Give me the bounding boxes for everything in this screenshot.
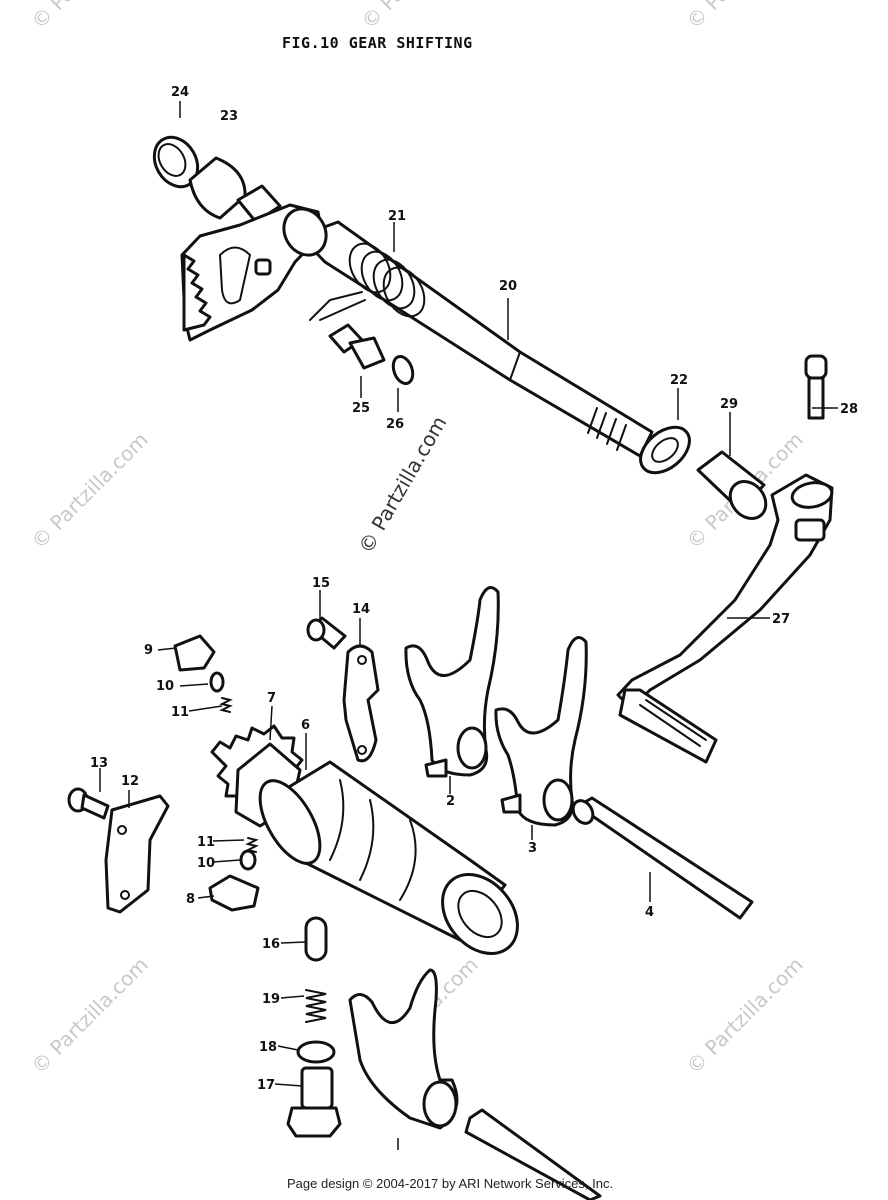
callout-20: 20 — [499, 279, 517, 294]
callout-28: 28 — [840, 402, 858, 417]
callout-17: 17 — [257, 1078, 275, 1093]
callout-29: 29 — [720, 397, 738, 412]
watermark: © Partzilla.com — [357, 0, 483, 34]
callout-11: 11 — [171, 705, 189, 720]
callout-8: 8 — [186, 892, 195, 907]
callout-25: 25 — [352, 401, 370, 416]
callout-15: 15 — [312, 576, 330, 591]
callout-12: 12 — [121, 774, 139, 789]
callout-18: 18 — [259, 1040, 277, 1055]
watermark: © Partzilla.com — [682, 952, 808, 1078]
callout-19: 19 — [262, 992, 280, 1007]
shift-shaft-assembly — [152, 135, 834, 764]
callout-14: 14 — [352, 602, 370, 617]
callout-7: 7 — [267, 691, 276, 706]
callout-10b: 10 — [197, 856, 215, 871]
callout-23: 23 — [220, 109, 238, 124]
watermark-center: © Partzilla.com — [354, 412, 452, 558]
callout-6: 6 — [301, 718, 310, 733]
callout-2: 2 — [446, 794, 455, 809]
callout-9: 9 — [144, 643, 153, 658]
callout-27: 27 — [772, 612, 790, 627]
callout-24: 24 — [171, 85, 189, 100]
figure-title: FIG.10 GEAR SHIFTING — [282, 34, 473, 52]
callout-4: 4 — [645, 905, 654, 920]
callout-13: 13 — [90, 756, 108, 771]
watermark: © Partzilla.com — [27, 0, 153, 34]
callout-22: 22 — [670, 373, 688, 388]
callout-16: 16 — [262, 937, 280, 952]
gear-shift-drum-assembly — [67, 586, 754, 1200]
return-spring — [309, 242, 426, 321]
watermark: © Partzilla.com — [682, 0, 808, 34]
callouts: 24 23 21 20 25 26 22 29 28 27 15 14 9 10… — [90, 85, 858, 1093]
callout-10: 10 — [156, 679, 174, 694]
callout-3: 3 — [528, 841, 537, 856]
leader-lines — [99, 101, 838, 1150]
footer-copyright: Page design © 2004-2017 by ARI Network S… — [287, 1176, 614, 1191]
callout-26: 26 — [386, 417, 404, 432]
watermark: © Partzilla.com — [27, 427, 153, 553]
watermark: © Partzilla.com — [27, 952, 153, 1078]
callout-21: 21 — [388, 209, 406, 224]
callout-11b: 11 — [197, 835, 215, 850]
